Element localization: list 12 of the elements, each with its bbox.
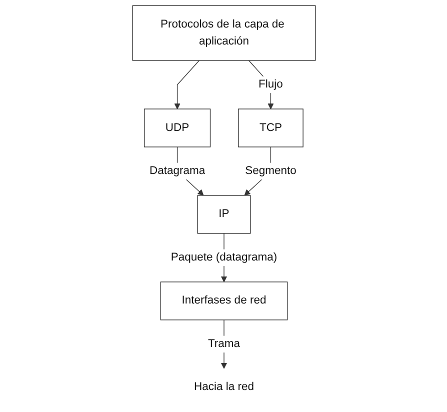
- node-box: Protocolos de la capa de aplicación: [132, 5, 316, 61]
- node-box: UDP: [143, 108, 210, 148]
- node-box: TCP: [238, 108, 303, 148]
- arrow: [174, 60, 200, 110]
- edge-label: Flujo: [258, 78, 282, 90]
- edge-label: Paquete (datagrama): [170, 251, 277, 264]
- node-box: IP: [196, 195, 250, 234]
- node-text: Hacia la red: [193, 381, 254, 394]
- edge-label: Segmento: [244, 164, 296, 177]
- edge-label: Trama: [207, 338, 240, 350]
- node-box: Interfases de red: [160, 282, 288, 320]
- edge-label: Datagrama: [148, 164, 205, 177]
